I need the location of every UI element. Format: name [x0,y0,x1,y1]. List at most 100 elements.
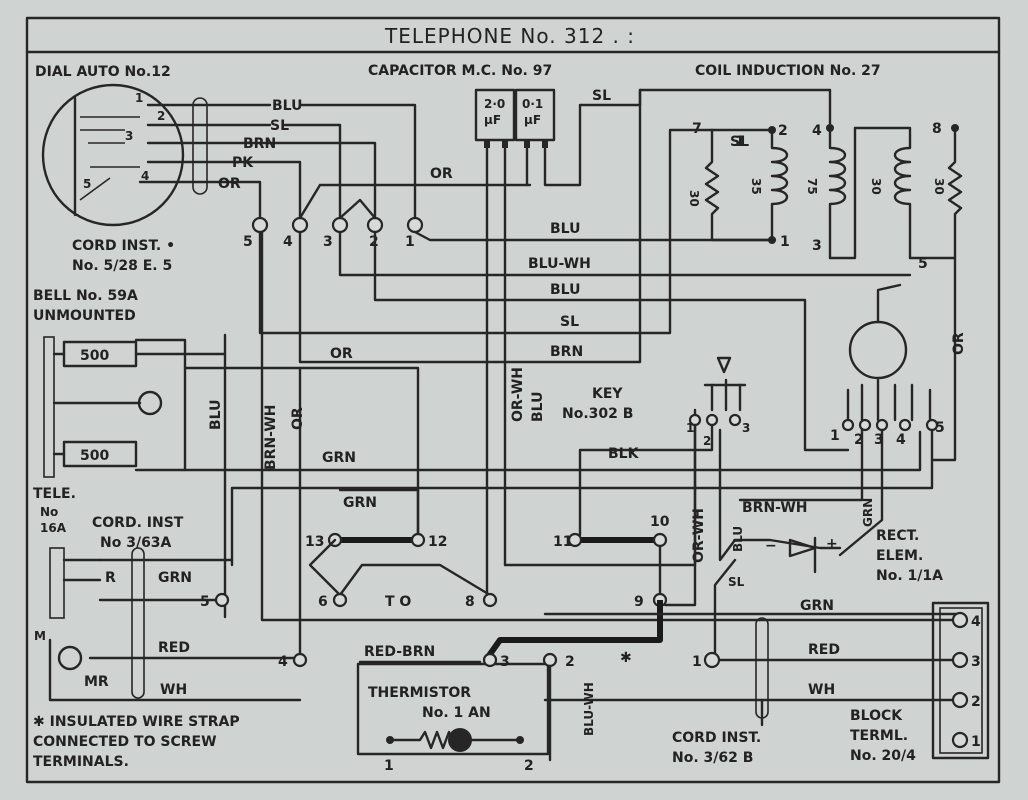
svg-text:2: 2 [524,758,534,774]
terminal-11 [567,532,583,548]
footnote-line1: ✱ INSULATED WIRE STRAP [33,714,240,730]
wire-label-blu-mid: BLU [550,221,580,237]
svg-text:35: 35 [749,178,763,195]
svg-text:3: 3 [500,654,510,670]
block-terminal: 4 3 2 1 [931,601,990,760]
svg-text:2: 2 [778,123,788,139]
wire-label-wh-handset: WH [160,682,187,698]
cord-handset-label2: No 3/63A [100,535,172,551]
wire-label-or-right: OR [951,332,967,355]
svg-text:8: 8 [465,594,475,610]
bell-label: BELL No. 59A [33,288,138,304]
terminal-2-therm [542,652,558,668]
wire-label-pk-dial: PK [232,155,254,171]
wire-label-brn-wh-rect: BRN-WH [742,500,808,516]
tele-label2: No [40,505,58,519]
thermistor-sublabel: No. 1 AN [422,705,491,721]
tele-label3: 16A [40,521,67,535]
wire-label-or-wh-key: OR-WH [691,508,707,563]
svg-text:5: 5 [200,594,210,610]
svg-text:5: 5 [935,420,945,436]
wire-label-blu-rect: BLU [731,526,745,552]
terminal-6 [332,592,348,608]
capacitor: 2·0 μF 0·1 μF [474,88,556,148]
svg-text:3: 3 [742,421,750,435]
svg-text:8: 8 [932,121,942,137]
terminal-12 [410,532,426,548]
cord-line-label1: CORD INST. [672,730,761,746]
coil-label: COIL INDUCTION No. 27 [695,63,881,79]
wire-label-or-box: OR [330,346,353,362]
svg-text:1: 1 [735,134,745,150]
wire-label-sl-cap: SL [592,88,611,104]
svg-text:4: 4 [278,654,288,670]
svg-text:M: M [34,629,46,643]
wire-label-or-left: OR [290,407,306,430]
cord-line-label2: No. 3/62 B [672,750,753,766]
capacitor-label: CAPACITOR M.C. No. 97 [368,63,552,79]
svg-text:3: 3 [874,432,884,448]
svg-text:5: 5 [83,177,91,191]
wire-label-grn-handset: GRN [158,570,192,586]
terminal-8 [482,592,498,608]
svg-text:R: R [105,570,116,586]
svg-text:500: 500 [80,448,109,464]
svg-text:0·1: 0·1 [522,97,543,111]
thermistor: 1 2 [356,662,550,774]
wire-label-grn-box: GRN [343,495,377,511]
svg-text:3: 3 [971,654,981,670]
block-label3: No. 20/4 [850,748,916,764]
svg-text:6: 6 [318,594,328,610]
wire-label-red-brn: RED-BRN [364,644,435,660]
rect-label2: ELEM. [876,548,923,564]
wire-label-or-wh: OR-WH [510,367,526,422]
svg-text:30: 30 [869,178,883,195]
svg-text:1: 1 [135,91,143,105]
wire-label-brn-dial: BRN [243,136,276,152]
wire-label-blu-vert: BLU [530,392,546,422]
block-label1: BLOCK [850,708,903,724]
svg-text:12: 12 [428,534,447,550]
terminal-1-line [703,651,721,669]
svg-text:2: 2 [703,434,711,448]
cord-dial-line1: CORD INST. • [72,238,175,254]
footnote-line2: CONNECTED TO SCREW [33,734,217,750]
induction-coil: 30 35 75 30 30 7 2 4 8 1 3 5 1 [687,121,963,272]
handset: R M MR [34,547,302,702]
terminal-5-handset [214,592,230,608]
svg-text:μF: μF [484,113,501,127]
cord-dial-line2: No. 5/28 E. 5 [72,258,172,274]
svg-text:2·0: 2·0 [484,97,505,111]
wire-label-blk: BLK [608,446,640,462]
rect-label: RECT. [876,528,919,544]
terminal-to-label: T O [385,594,411,610]
svg-text:3: 3 [125,129,133,143]
svg-text:+: + [826,536,838,552]
ringer-spring-block: 1 2 3 4 5 [830,283,945,448]
diagram-frame [25,16,1001,784]
svg-text:13: 13 [305,534,324,550]
svg-text:2: 2 [157,109,165,123]
dial-auto: 1 2 3 4 5 [41,83,185,227]
terminal-4-handset [292,652,308,668]
key-label: KEY [592,386,623,402]
wire-label-red-line: RED [808,642,840,658]
svg-text:9: 9 [634,594,644,610]
svg-text:1: 1 [686,421,694,435]
svg-text:4: 4 [283,234,293,250]
block-label2: TERML. [850,728,908,744]
wire-label-or-dial: OR [218,176,241,192]
rectifier-element: − + [733,536,842,574]
svg-text:30: 30 [932,178,946,195]
svg-text:4: 4 [971,614,981,630]
terminal-10 [652,532,668,548]
svg-text:1: 1 [971,734,981,750]
strap-star: ✱ [620,650,632,666]
svg-text:5: 5 [243,234,253,250]
svg-text:−: − [765,538,777,554]
svg-text:2: 2 [971,694,981,710]
wire-label-sl-coil: SL [730,134,749,150]
wire-label-red-handset: RED [158,640,190,656]
svg-text:4: 4 [812,123,822,139]
